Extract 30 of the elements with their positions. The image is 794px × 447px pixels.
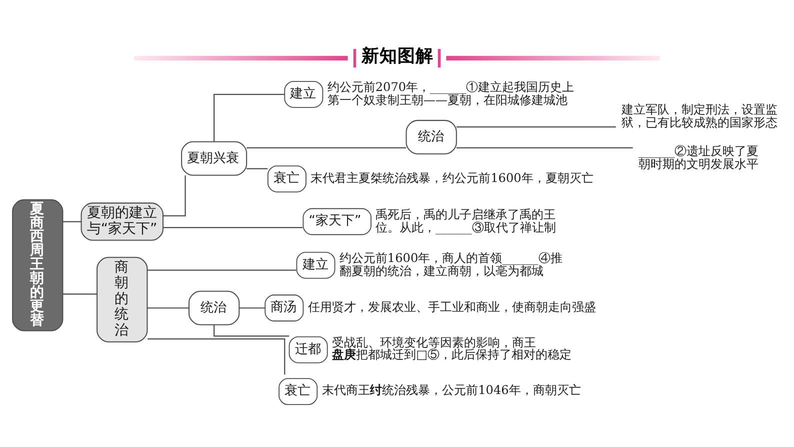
node-text: ______②遗址反映了夏朝时期的文明发展水平 (638, 144, 759, 172)
node-box: 统治 (406, 120, 457, 154)
connector (246, 168, 268, 170)
connector (163, 175, 186, 216)
node-label: 禹死后，禹的儿子启继承了禹的王位。从此，______③取代了禅让制 (376, 207, 556, 234)
connector (246, 147, 406, 148)
node-box: 商朝的统治 (96, 256, 148, 342)
connector (163, 226, 303, 228)
connector (148, 338, 286, 375)
node-box: 夏朝兴衰 (181, 141, 248, 176)
connector (214, 324, 290, 337)
node-label: 约公元前1600年，商人的首领______④推翻夏朝的统治，建立商朝，以亳为都城 (339, 250, 562, 278)
node-label: 末代商王纣统治残暴，公元前1046年，商朝灭亡 (322, 382, 581, 397)
connector (214, 94, 285, 142)
node-box: 夏商西周王朝的更替 (12, 199, 64, 332)
connector (147, 270, 296, 271)
node-box: 统治 (188, 290, 240, 326)
connector (63, 221, 82, 222)
node-label: 约公元前2070年，______①建立起我国历史上第一个奴隶制王朝——夏朝，在阳城修建城池 (327, 80, 574, 108)
node-label: 末代君主夏桀统治残暴，约公元前1600年，夏朝灭亡 (310, 171, 594, 186)
connector (147, 307, 189, 309)
connector (63, 294, 97, 295)
node-text: 建立军队，制定刑法，设置监狱，已有比较成熟的国家形态 (622, 102, 778, 130)
node-label: 任用贤才，发展农业、手工业和商业，使商朝走向强盛 (308, 300, 596, 314)
connector (239, 307, 265, 309)
node-label: 受战乱、环境变化等因素的影响，商王盘庚把都城迁到□⑤，此后保持了相对的稳定 (332, 335, 572, 362)
connector (456, 126, 616, 128)
connector (456, 147, 633, 148)
diagram-title: 新知图解 (362, 46, 434, 67)
node-box: 夏朝的建立与“家天下” (80, 202, 164, 241)
